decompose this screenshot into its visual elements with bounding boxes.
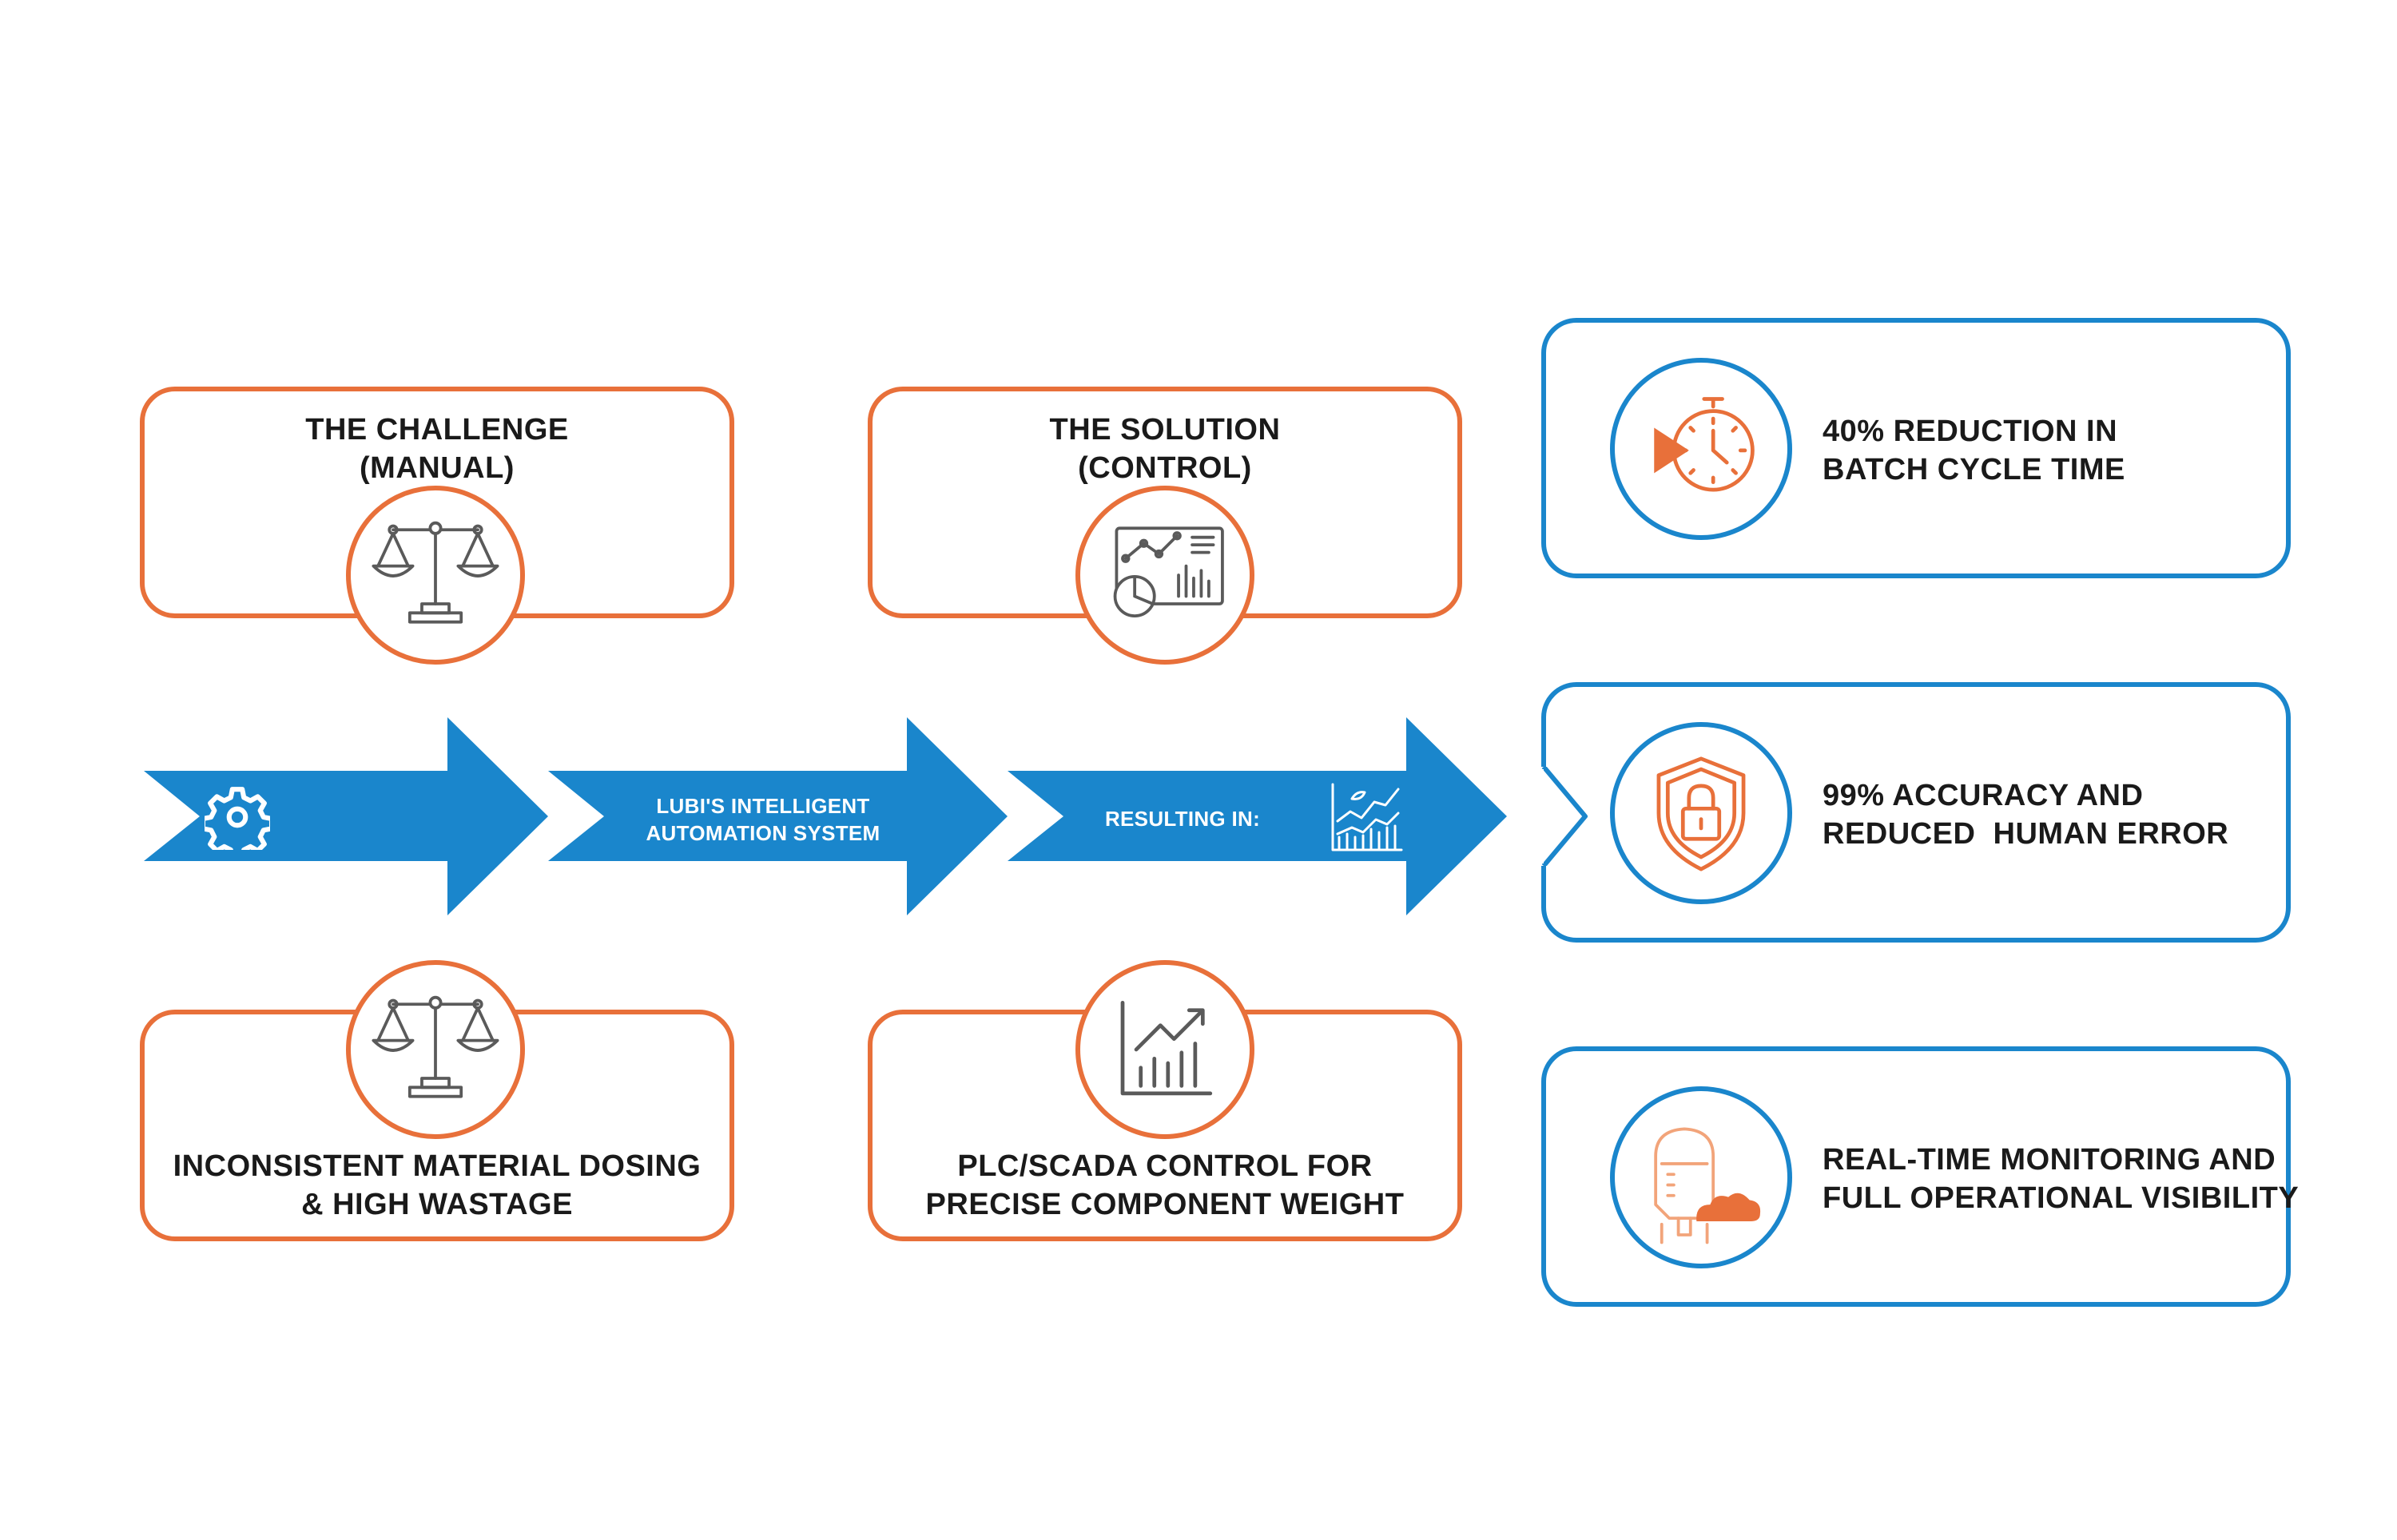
challenge-title: THE CHALLENGE (MANUAL): [305, 413, 569, 485]
result-icon-circle-monitoring: [1610, 1086, 1792, 1268]
gear-icon: [205, 787, 270, 850]
result-box-cycle-time: 40% REDUCTION IN BATCH CYCLE TIME: [1541, 318, 2291, 578]
arrow-3-label: RESULTING IN:: [1104, 807, 1261, 831]
analytics-dashboard-icon: [1113, 526, 1224, 617]
flow-arrow-1: [144, 717, 548, 915]
play-triangle-icon: [1654, 427, 1689, 474]
balance-scale-icon: [372, 995, 499, 1098]
tank-cloud-icon: [1654, 1127, 1761, 1244]
result-text-accuracy: 99% ACCURACY AND REDUCED HUMAN ERROR: [1823, 779, 2229, 851]
result-text-cycle-time: 40% REDUCTION IN BATCH CYCLE TIME: [1823, 415, 2125, 486]
arrow-2-label: LUBI'S INTELLIGENT AUTOMATION SYSTEM: [646, 794, 880, 845]
challenge-detail: INCONSISTENT MATERIAL DOSING & HIGH WAST…: [173, 1149, 702, 1221]
solution-bottom-icon-circle: [1075, 960, 1254, 1139]
challenge-bottom-icon-circle: [346, 960, 525, 1139]
result-box-accuracy: 99% ACCURACY AND REDUCED HUMAN ERROR: [1541, 682, 2291, 943]
flow-arrow-3: [1008, 717, 1507, 915]
solution-detail: PLC/SCADA CONTROL FOR PRECISE COMPONENT …: [925, 1149, 1405, 1221]
timer-icon: [1654, 397, 1755, 492]
solution-top-icon-circle: [1075, 486, 1254, 665]
result-icon-circle-cycle-time: [1610, 358, 1792, 540]
result-icon-circle-accuracy: [1610, 722, 1792, 904]
result-text-monitoring: REAL-TIME MONITORING AND FULL OPERATIONA…: [1823, 1143, 2300, 1215]
challenge-top-icon-circle: [346, 486, 525, 665]
accuracy-box-notch: [1534, 767, 1588, 866]
shield-lock-icon: [1656, 756, 1746, 871]
solution-title: THE SOLUTION (CONTROL): [1049, 413, 1281, 485]
growth-chart-icon: [1120, 1000, 1213, 1096]
result-box-monitoring: REAL-TIME MONITORING AND FULL OPERATIONA…: [1541, 1046, 2299, 1307]
flow-arrow-2: [548, 717, 1008, 915]
balance-scale-icon: [372, 521, 499, 624]
trend-chart-icon: [1331, 783, 1403, 851]
